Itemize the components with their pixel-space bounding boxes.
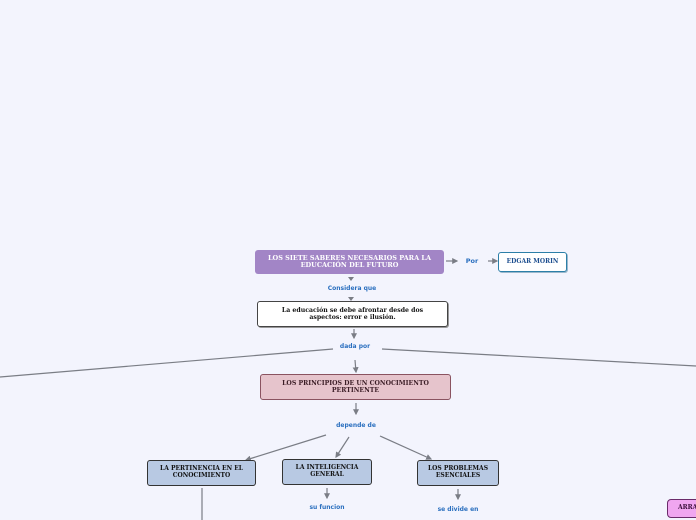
central-topic-title[interactable]: LOS SIETE SABERES NECESARIOS PARA LA EDU… bbox=[255, 250, 444, 274]
connector-depende-relevance bbox=[244, 434, 327, 462]
dada-label: dada por bbox=[339, 343, 371, 350]
por-label: Por bbox=[465, 257, 479, 265]
depende-label: depende de bbox=[336, 422, 376, 429]
considera-label: Considera que bbox=[327, 285, 377, 292]
problems-node[interactable]: LOS PROBLEMAS ESENCIALES bbox=[417, 460, 499, 486]
intelligence-node[interactable]: LA INTELIGENCIA GENERAL bbox=[282, 459, 372, 485]
funcion-label: su funcion bbox=[309, 504, 345, 511]
connector-dada-right bbox=[381, 348, 696, 367]
connector-depende-problems bbox=[379, 435, 433, 460]
offscreen-right-node[interactable]: ARRA bbox=[667, 499, 696, 518]
divide-label: se divide en bbox=[437, 506, 479, 513]
principles-node[interactable]: LOS PRINCIPIOS DE UN CONOCIMIENTO PERTIN… bbox=[260, 374, 451, 400]
title-down-arrow bbox=[348, 277, 354, 281]
connector-depende-intelligence bbox=[335, 436, 350, 459]
relevance-node[interactable]: LA PERTINENCIA EN EL CONOCIMIENTO bbox=[147, 460, 256, 486]
connector-dada-left bbox=[0, 348, 334, 378]
considera-down-arrow bbox=[348, 297, 354, 301]
education-aspects-node[interactable]: La educación se debe afrontar desde dos … bbox=[257, 301, 448, 327]
author-node[interactable]: EDGAR MORIN bbox=[498, 252, 567, 272]
connector-dada-principles bbox=[352, 359, 359, 374]
